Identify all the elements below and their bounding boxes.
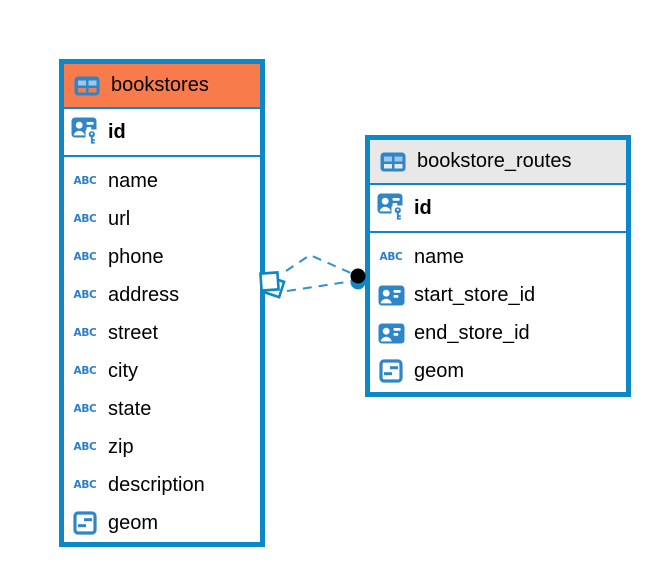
relation-line-1[interactable]	[285, 253, 354, 275]
column-name: name	[108, 169, 159, 192]
text-type-icon: ABC	[70, 289, 100, 301]
column-name: city	[108, 359, 138, 382]
text-type-icon-label: ABC	[73, 403, 97, 415]
text-type-icon: ABC	[70, 327, 100, 339]
column-name: end_store_id	[414, 321, 530, 344]
column-name: id	[414, 196, 432, 219]
column-name: street	[108, 321, 159, 344]
text-type-icon: ABC	[70, 213, 100, 225]
foreign-key-icon	[376, 285, 406, 306]
column-list: ABC name start_store_id end_store_id geom	[370, 233, 626, 390]
column-row[interactable]: ABC city	[64, 352, 260, 390]
column-row[interactable]: start_store_id	[370, 276, 626, 314]
text-type-icon: ABC	[70, 441, 100, 453]
column-row[interactable]: end_store_id	[370, 314, 626, 352]
text-type-icon-label: ABC	[73, 289, 97, 301]
text-type-icon-label: ABC	[379, 251, 403, 263]
column-name: zip	[108, 435, 134, 458]
text-type-icon-label: ABC	[73, 479, 97, 491]
geometry-type-icon	[376, 359, 406, 383]
text-type-icon-label: ABC	[73, 327, 97, 339]
text-type-icon: ABC	[70, 175, 100, 187]
relation-handle-icon[interactable]	[259, 271, 286, 299]
relation-connector[interactable]	[253, 240, 378, 320]
text-type-icon: ABC	[70, 479, 100, 491]
table-bookstore-routes-header[interactable]: bookstore_routes	[370, 140, 626, 185]
primary-key-icon	[376, 193, 406, 223]
text-type-icon-label: ABC	[73, 251, 97, 263]
column-row[interactable]: ABC address	[64, 276, 260, 314]
column-row[interactable]: geom	[64, 504, 260, 542]
column-name: geom	[414, 359, 465, 382]
relation-anchor-dot[interactable]	[350, 268, 366, 290]
relation-line-2[interactable]	[286, 280, 354, 292]
column-name: description	[108, 473, 205, 496]
column-row[interactable]: ABC zip	[64, 428, 260, 466]
column-name: start_store_id	[414, 283, 536, 306]
column-name: name	[414, 245, 465, 268]
text-type-icon: ABC	[70, 365, 100, 377]
column-name: geom	[108, 511, 159, 534]
text-type-icon-label: ABC	[73, 441, 97, 453]
primary-key-row[interactable]: id	[64, 109, 260, 157]
primary-key-icon	[70, 117, 100, 147]
column-row[interactable]: ABC url	[64, 200, 260, 238]
primary-key-row[interactable]: id	[370, 185, 626, 233]
table-bookstore-routes[interactable]: bookstore_routes id ABC name start_store_…	[365, 135, 631, 397]
text-type-icon: ABC	[70, 251, 100, 263]
column-row[interactable]: geom	[370, 352, 626, 390]
foreign-key-icon	[376, 323, 406, 344]
text-type-icon-label: ABC	[73, 365, 97, 377]
geometry-type-icon	[70, 511, 100, 535]
table-title: bookstore_routes	[417, 150, 572, 172]
text-type-icon-label: ABC	[73, 213, 97, 225]
table-icon	[378, 152, 408, 172]
column-row[interactable]: ABC description	[64, 466, 260, 504]
text-type-icon: ABC	[70, 403, 100, 415]
column-row[interactable]: ABC street	[64, 314, 260, 352]
column-row[interactable]: ABC name	[370, 238, 626, 276]
column-row[interactable]: ABC phone	[64, 238, 260, 276]
column-name: url	[108, 207, 131, 230]
text-type-icon: ABC	[376, 251, 406, 263]
text-type-icon-label: ABC	[73, 175, 97, 187]
column-row[interactable]: ABC state	[64, 390, 260, 428]
table-title: bookstores	[111, 74, 209, 96]
table-bookstores-header[interactable]: bookstores	[64, 64, 260, 109]
column-row[interactable]: ABC name	[64, 162, 260, 200]
table-icon	[72, 76, 102, 96]
column-name: id	[108, 120, 126, 143]
column-name: state	[108, 397, 152, 420]
column-name: phone	[108, 245, 164, 268]
column-name: address	[108, 283, 180, 306]
